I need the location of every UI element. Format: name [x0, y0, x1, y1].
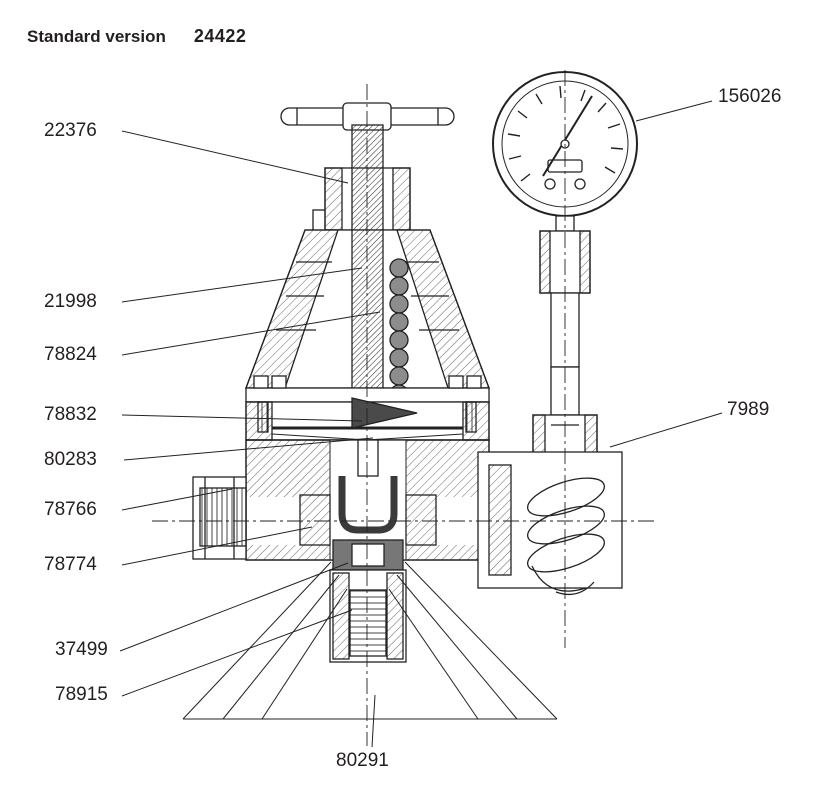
part-label-78774: 78774 [44, 554, 97, 575]
mounting-cone [182, 561, 558, 720]
part-label-7989: 7989 [727, 399, 770, 420]
part-label-78824: 78824 [44, 344, 97, 365]
outlet-coil [477, 451, 623, 596]
part-label-78832: 78832 [44, 404, 97, 425]
part-label-78915: 78915 [55, 684, 108, 705]
part-label-78766: 78766 [44, 499, 97, 520]
part-label-80291: 80291 [336, 750, 389, 771]
inlet-fitting [192, 476, 247, 560]
drawing-title: Standard version [27, 27, 166, 46]
part-label-37499: 37499 [55, 639, 108, 660]
centerlines [152, 70, 658, 746]
adjustment-screw [351, 124, 384, 436]
part-label-22376: 22376 [44, 120, 97, 141]
leader-lines [119, 100, 723, 748]
drawing-part-number: 24422 [193, 26, 247, 46]
part-label-80283: 80283 [44, 449, 97, 470]
part-label-156026: 156026 [718, 86, 782, 107]
bottom-plug [329, 539, 407, 663]
part-label-21998: 21998 [44, 291, 97, 312]
drawing-header: Standard version 24422 [27, 26, 246, 47]
